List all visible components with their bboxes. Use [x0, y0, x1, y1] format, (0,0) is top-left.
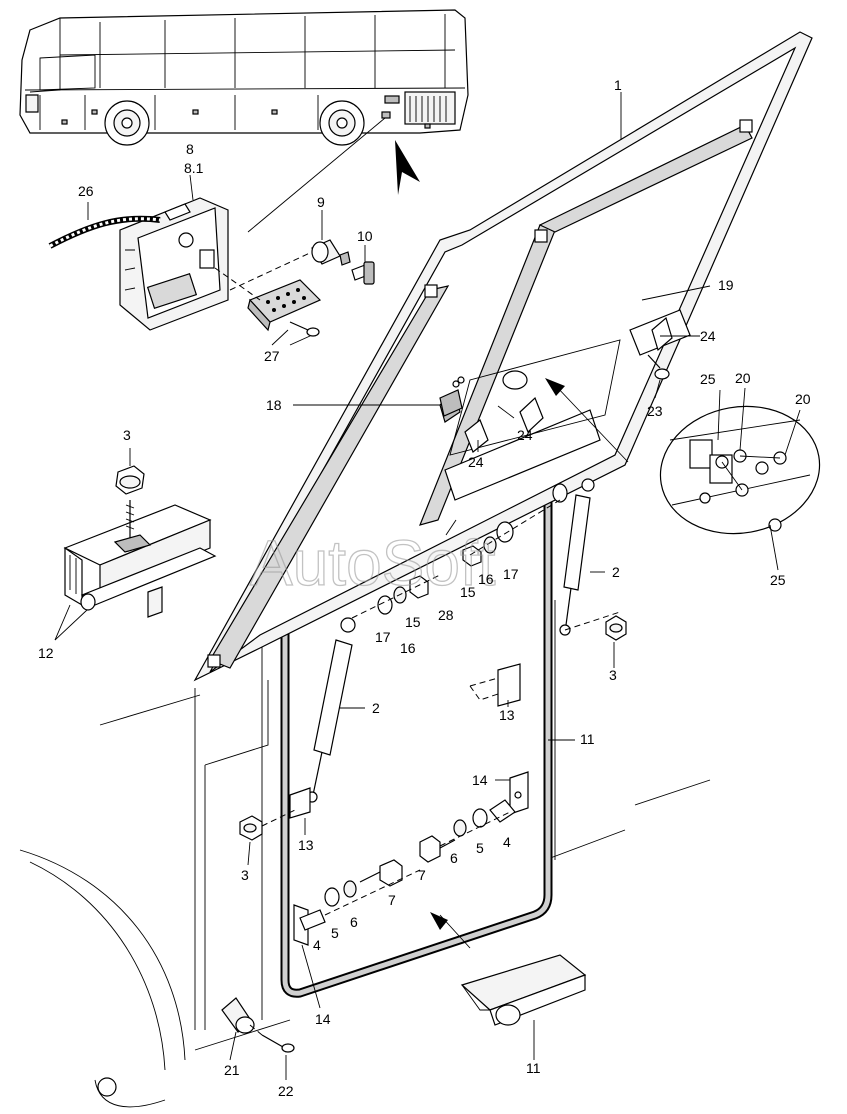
bracket-14-upper — [509, 771, 529, 815]
callout-24-left: 24 — [468, 454, 484, 470]
lock-cylinder — [311, 239, 351, 266]
callout-24-right: 24 — [700, 328, 716, 344]
callout-16-right: 16 — [478, 571, 494, 587]
latch-18 — [439, 389, 463, 417]
callout-4-right: 4 — [503, 834, 511, 850]
hardware-right-hinge — [462, 483, 568, 567]
callout-13-lower: 13 — [298, 837, 314, 853]
callout-labels: 1 2 2 3 3 3 4 4 5 5 6 6 7 7 8 8.1 9 10 1… — [38, 77, 811, 1099]
callout-2-right: 2 — [612, 564, 620, 580]
callout-3-stud: 3 — [123, 427, 131, 443]
bolt-3-right — [564, 611, 627, 641]
watermark-text: AutoSoft — [250, 527, 496, 599]
callout-5-right: 5 — [476, 840, 484, 856]
lock-assembly — [119, 197, 229, 331]
bolt-3-left — [239, 809, 296, 841]
rubber-stop-21 — [221, 997, 255, 1034]
callout-20-b: 20 — [795, 391, 811, 407]
callout-28: 28 — [438, 607, 454, 623]
callout-17-left: 17 — [375, 629, 391, 645]
lock-key — [351, 261, 375, 285]
callout-24-middle: 24 — [517, 427, 533, 443]
flap-door-1 — [193, 31, 813, 682]
callout-17-right: 17 — [503, 566, 519, 582]
callout-5-left: 5 — [331, 925, 339, 941]
callout-18: 18 — [266, 397, 282, 413]
callout-23: 23 — [647, 403, 663, 419]
callout-7-left: 7 — [388, 892, 396, 908]
callout-20-a: 20 — [735, 370, 751, 386]
callout-14-lower: 14 — [315, 1011, 331, 1027]
lower-fasteners-right — [419, 799, 516, 863]
callout-16-left: 16 — [400, 640, 416, 656]
screw-22 — [249, 1024, 295, 1053]
bracket-12 — [63, 504, 217, 618]
callout-21: 21 — [224, 1062, 240, 1078]
callout-25-bottom: 25 — [770, 572, 786, 588]
callout-2-left: 2 — [372, 700, 380, 716]
callout-25-top: 25 — [700, 371, 716, 387]
callout-11-profile: 11 — [526, 1060, 541, 1076]
bracket-13-upper — [469, 663, 521, 707]
gas-strut-left — [289, 617, 356, 819]
callout-19: 19 — [718, 277, 734, 293]
lower-fasteners-left — [299, 859, 403, 931]
callout-6-left: 6 — [350, 914, 358, 930]
stud-3-bracket — [113, 465, 152, 553]
callout-3-right: 3 — [609, 667, 617, 683]
callout-8-1: 8.1 — [184, 160, 204, 176]
callout-4-left: 4 — [313, 937, 321, 953]
callout-6-right: 6 — [450, 850, 458, 866]
callout-11-frame: 11 — [580, 731, 595, 747]
callout-13-upper: 13 — [499, 707, 515, 723]
callout-8: 8 — [186, 141, 194, 157]
coach-overview — [19, 9, 469, 195]
bracket-14-lower — [293, 904, 309, 946]
callout-26: 26 — [78, 183, 94, 199]
screw-23 — [647, 354, 670, 380]
gas-strut-right — [559, 478, 595, 636]
callout-14-upper: 14 — [472, 772, 488, 788]
seal-profile-detail — [460, 954, 587, 1026]
connector-27 — [247, 279, 322, 332]
callout-15-right: 15 — [460, 584, 476, 600]
callout-7-right: 7 — [418, 867, 426, 883]
callout-12: 12 — [38, 645, 54, 661]
callout-9: 9 — [317, 194, 325, 210]
leader-lines — [54, 92, 801, 1080]
callout-10: 10 — [357, 228, 373, 244]
callout-22: 22 — [278, 1083, 294, 1099]
screw-27 — [289, 321, 320, 337]
callout-15-left: 15 — [405, 614, 421, 630]
callout-1: 1 — [614, 77, 622, 93]
body-side-outline — [19, 600, 711, 1108]
callout-27: 27 — [264, 348, 280, 364]
callout-3-left: 3 — [241, 867, 249, 883]
detail-magnifier — [659, 405, 821, 535]
